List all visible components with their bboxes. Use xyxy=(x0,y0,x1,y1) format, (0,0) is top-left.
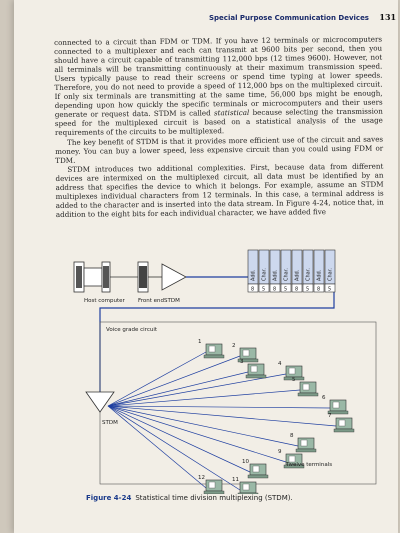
terminal-3-label: 3 xyxy=(240,359,244,365)
paragraph-2: The key benefit of STDM is that it provi… xyxy=(55,134,384,165)
terminal-5-label: 5 xyxy=(292,377,296,383)
frame-block-4: Char. 5 xyxy=(280,249,292,293)
terminal-4-icon xyxy=(283,365,305,381)
frame-bits-2: 5 xyxy=(262,287,265,293)
front-end-label: Front end xyxy=(138,298,164,304)
terminal-5-icon xyxy=(297,381,319,397)
paragraph-3: STDM introduces two additional complexit… xyxy=(55,161,384,219)
twelve-terminals-label: Twelve terminals xyxy=(285,462,332,468)
terminal-links xyxy=(107,351,337,491)
stdm-diagram-svg: Host computer Front end STDM Add. 8 Char. 5… xyxy=(73,249,377,497)
terminal-8-icon xyxy=(295,437,317,453)
frame-label-5: Add. xyxy=(295,269,301,281)
link-terminal-7 xyxy=(107,405,337,427)
terminal-2-icon xyxy=(237,347,259,363)
frame-bits-1: 8 xyxy=(251,287,254,293)
stdm-bottom-icon xyxy=(85,391,115,413)
terminal-6-label: 6 xyxy=(322,395,326,401)
frame-block-2: Char. 5 xyxy=(258,249,270,293)
terminal-9-icon xyxy=(283,453,305,469)
frame-label-4: Char. xyxy=(284,268,290,281)
frame-block-7: Add. 8 xyxy=(313,249,325,293)
stdm-top-icon xyxy=(161,263,187,291)
frame-label-3: Add. xyxy=(273,269,279,281)
frame-block-3: Add. 8 xyxy=(269,249,281,293)
front-end-icon xyxy=(137,261,149,293)
link-terminal-2 xyxy=(107,355,241,407)
terminal-4-label: 4 xyxy=(278,361,282,367)
link-terminal-6 xyxy=(107,405,331,409)
frame-label-2: Char. xyxy=(262,268,268,281)
frame-block-1: Add. 8 xyxy=(247,249,259,293)
frame-label-8: Char. xyxy=(328,268,334,281)
link-terminal-12 xyxy=(107,405,207,489)
voice-circuit-line xyxy=(99,288,335,398)
frame-bits-4: 5 xyxy=(284,287,287,293)
link-terminal-9 xyxy=(107,405,287,463)
emphasis-statistical: statistical xyxy=(213,108,250,118)
book-page: Special Purpose Communication Devices 13… xyxy=(14,0,398,533)
frame-label-7: Add. xyxy=(317,269,323,281)
terminal-12-icon xyxy=(203,479,225,495)
terminal-9-label: 9 xyxy=(278,449,282,455)
host-computer-icon xyxy=(73,261,111,293)
frame-bits-6: 5 xyxy=(306,287,309,293)
host-computer-label: Host computer xyxy=(84,298,126,304)
terminal-7-icon xyxy=(333,417,355,433)
link-terminal-11 xyxy=(107,405,241,491)
link-terminal-5 xyxy=(107,389,301,407)
frame-block-8: Char. 5 xyxy=(324,249,336,293)
stdm-bottom-label: STDM xyxy=(102,420,118,426)
figure-number: Figure 4-24 xyxy=(86,494,132,502)
voice-circuit-label: Voice grade circuit xyxy=(106,327,158,333)
frame-label-1: Add. xyxy=(251,269,257,281)
terminal-3-icon xyxy=(245,363,267,379)
frame-label-6: Char. xyxy=(306,268,312,281)
chapter-title: Special Purpose Communication Devices xyxy=(209,14,369,22)
link-terminal-8 xyxy=(107,405,299,447)
terminal-6-icon xyxy=(327,399,349,415)
terminal-11-label: 11 xyxy=(232,477,239,483)
terminal-7-label: 7 xyxy=(328,413,332,419)
frame-bits-5: 8 xyxy=(295,287,298,293)
paragraph-1: connected to a circuit than FDM or TDM. … xyxy=(54,34,383,138)
link-terminal-10 xyxy=(107,405,251,473)
multiplexed-frame: Add.8Char.5Add.8Char.5Add.8Char.5Add.8Ch… xyxy=(247,249,336,293)
link-terminal-3 xyxy=(107,371,249,407)
terminal-10-icon xyxy=(247,463,269,479)
frame-block-5: Add. 8 xyxy=(291,249,303,293)
terminal-11-icon xyxy=(237,481,259,497)
terminal-2-label: 2 xyxy=(232,343,236,349)
terminal-10-label: 10 xyxy=(242,459,249,465)
link-terminal-4 xyxy=(107,373,287,407)
link-terminal-1 xyxy=(107,351,207,407)
frame-bits-7: 8 xyxy=(317,287,320,293)
body-text: connected to a circuit than FDM or TDM. … xyxy=(54,35,384,219)
figure-stdm-diagram: Host computer Front end STDM Add. 8 Char. 5… xyxy=(72,248,378,497)
terminal-1-icon xyxy=(203,343,225,359)
frame-bits-8: 5 xyxy=(328,287,331,293)
stdm-top-label: STDM xyxy=(164,298,180,304)
caption-text: Statistical time division multiplexing (… xyxy=(135,494,293,502)
frame-bits-3: 8 xyxy=(273,287,276,293)
frame-block-6: Char. 5 xyxy=(302,249,314,293)
terminal-12-label: 12 xyxy=(198,475,205,481)
running-header: Special Purpose Communication Devices 13… xyxy=(209,12,396,22)
page-number: 131 xyxy=(379,12,397,22)
terminal-8-label: 8 xyxy=(290,433,294,439)
terminal-1-label: 1 xyxy=(198,339,202,345)
